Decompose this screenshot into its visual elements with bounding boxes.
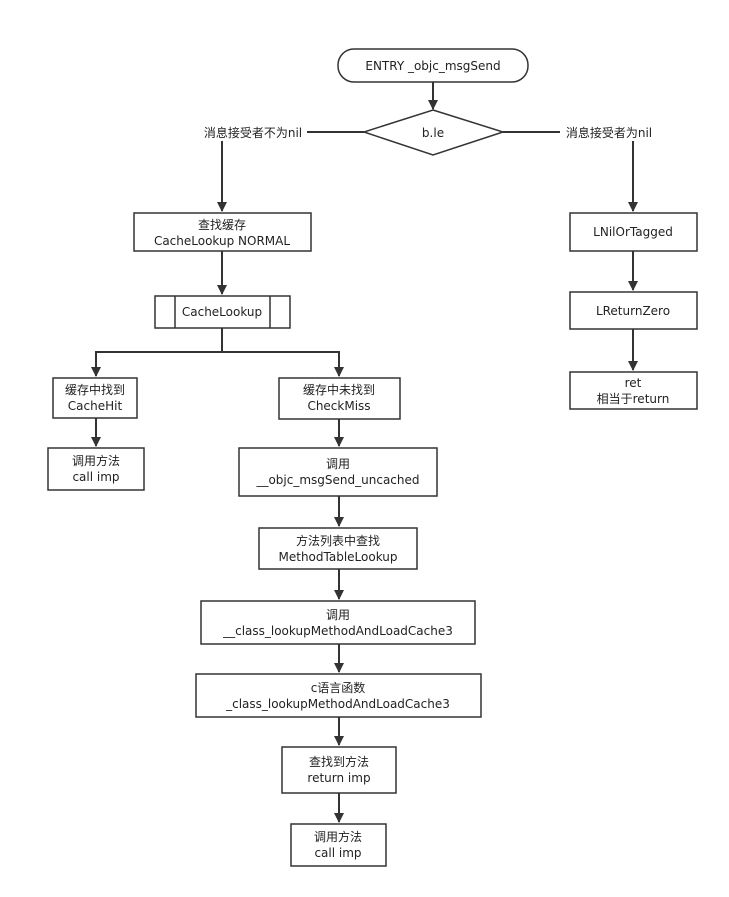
cache-lookup-label: CacheLookup xyxy=(182,305,262,319)
cache-lookup-normal-line2: CacheLookup NORMAL xyxy=(154,234,290,248)
edge-cachelookup-to-checkmiss xyxy=(222,351,344,377)
node-call-uncached xyxy=(238,447,438,497)
nil-or-tagged-label: LNilOrTagged xyxy=(593,225,673,239)
node-check-miss xyxy=(278,377,401,420)
c-function-line1: c语言函数 xyxy=(311,680,366,695)
node-return-zero xyxy=(569,291,698,330)
label-not-nil: 消息接受者不为nil xyxy=(204,125,302,140)
node-cache-lookup-normal xyxy=(133,212,312,252)
method-table-line2: MethodTableLookup xyxy=(279,550,398,564)
return-zero-label: LReturnZero xyxy=(596,304,670,318)
edge-decision-to-nil-or-tagged xyxy=(503,131,638,212)
node-cache-lookup-process xyxy=(154,295,291,329)
call-class-lookup-line1: 调用 xyxy=(326,608,350,622)
call-class-lookup-line2: __class_lookupMethodAndLoadCache3 xyxy=(222,624,453,638)
node-decision-diamond xyxy=(361,109,506,156)
node-labels: ENTRY _objc_msgSend b.le 查找缓存 CacheLooku… xyxy=(65,59,673,860)
node-found-method xyxy=(281,746,397,794)
call-uncached-line1: 调用 xyxy=(326,457,350,471)
nodes xyxy=(47,48,698,867)
call-imp-bottom-line1: 调用方法 xyxy=(314,829,362,844)
node-call-class-lookup xyxy=(200,600,476,645)
node-cache-hit xyxy=(52,377,138,419)
cache-hit-line1: 缓存中找到 xyxy=(65,382,125,397)
call-imp-left-line2: call imp xyxy=(72,470,119,484)
call-uncached-line2: __objc_msgSend_uncached xyxy=(255,473,419,487)
node-c-function xyxy=(195,673,482,718)
ret-line2: 相当于return xyxy=(597,392,670,406)
cache-lookup-normal-line1: 查找缓存 xyxy=(198,218,246,232)
call-imp-bottom-line2: call imp xyxy=(314,846,361,860)
ret-line1: ret xyxy=(625,376,642,390)
call-imp-left-line1: 调用方法 xyxy=(72,453,120,468)
node-call-imp-left xyxy=(47,447,145,491)
method-table-line1: 方法列表中查找 xyxy=(296,533,380,548)
found-method-line1: 查找到方法 xyxy=(309,754,369,769)
found-method-line2: return imp xyxy=(307,771,370,785)
edge-decision-to-cache-lookup-normal xyxy=(217,131,364,212)
entry-label: ENTRY _objc_msgSend xyxy=(365,59,500,73)
node-nil-or-tagged xyxy=(569,212,698,252)
node-method-table-lookup xyxy=(258,527,418,570)
node-call-imp-bottom xyxy=(290,823,387,867)
c-function-line2: _class_lookupMethodAndLoadCache3 xyxy=(225,697,450,711)
edges xyxy=(91,82,638,823)
check-miss-line1: 缓存中未找到 xyxy=(303,382,375,397)
edge-labels: 消息接受者不为nil 消息接受者为nil xyxy=(199,124,658,141)
node-ret xyxy=(569,371,698,410)
check-miss-line2: CheckMiss xyxy=(307,399,370,413)
node-entry-terminator xyxy=(337,48,529,83)
edge-cachelookup-to-cachehit xyxy=(91,328,223,377)
cache-hit-line2: CacheHit xyxy=(68,399,123,413)
label-is-nil: 消息接受者为nil xyxy=(566,125,652,140)
predefined-process-bars xyxy=(174,296,271,328)
decision-label: b.le xyxy=(422,126,444,140)
